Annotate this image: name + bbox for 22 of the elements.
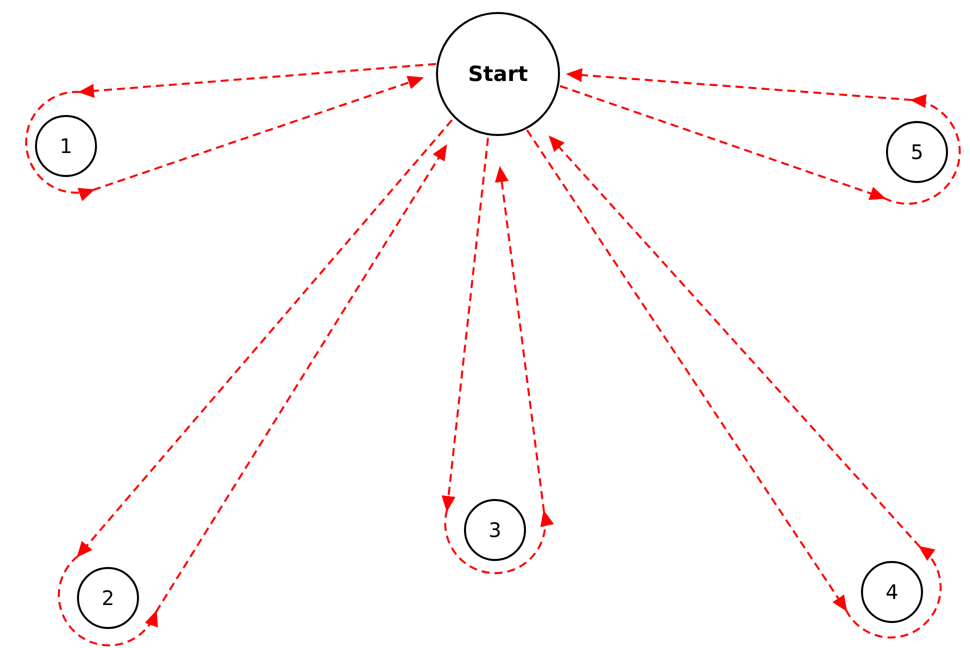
loop-arrow <box>845 546 942 638</box>
loop-arrow <box>884 95 961 205</box>
node-label: 1 <box>60 134 72 158</box>
dashed-arrow <box>92 76 424 191</box>
loop-arrow <box>444 510 554 574</box>
node-label: 4 <box>886 580 898 604</box>
dashed-arrow <box>76 119 453 558</box>
dashed-arrow <box>560 85 886 200</box>
dashed-arrow <box>566 68 912 101</box>
loop-arrow <box>25 90 95 200</box>
dashed-arrow <box>548 136 921 548</box>
dashed-arrow <box>526 129 848 612</box>
node-label: 5 <box>910 140 924 164</box>
dashed-arrow <box>494 166 545 512</box>
node-label: Start <box>468 62 528 86</box>
dashed-arrow <box>155 144 448 613</box>
step-circle <box>886 121 948 183</box>
node-label: 2 <box>102 586 114 610</box>
dashed-arrow <box>78 63 436 98</box>
loop-arrow <box>58 555 157 646</box>
node-label: 3 <box>488 518 502 542</box>
dashed-arrow <box>442 138 489 512</box>
